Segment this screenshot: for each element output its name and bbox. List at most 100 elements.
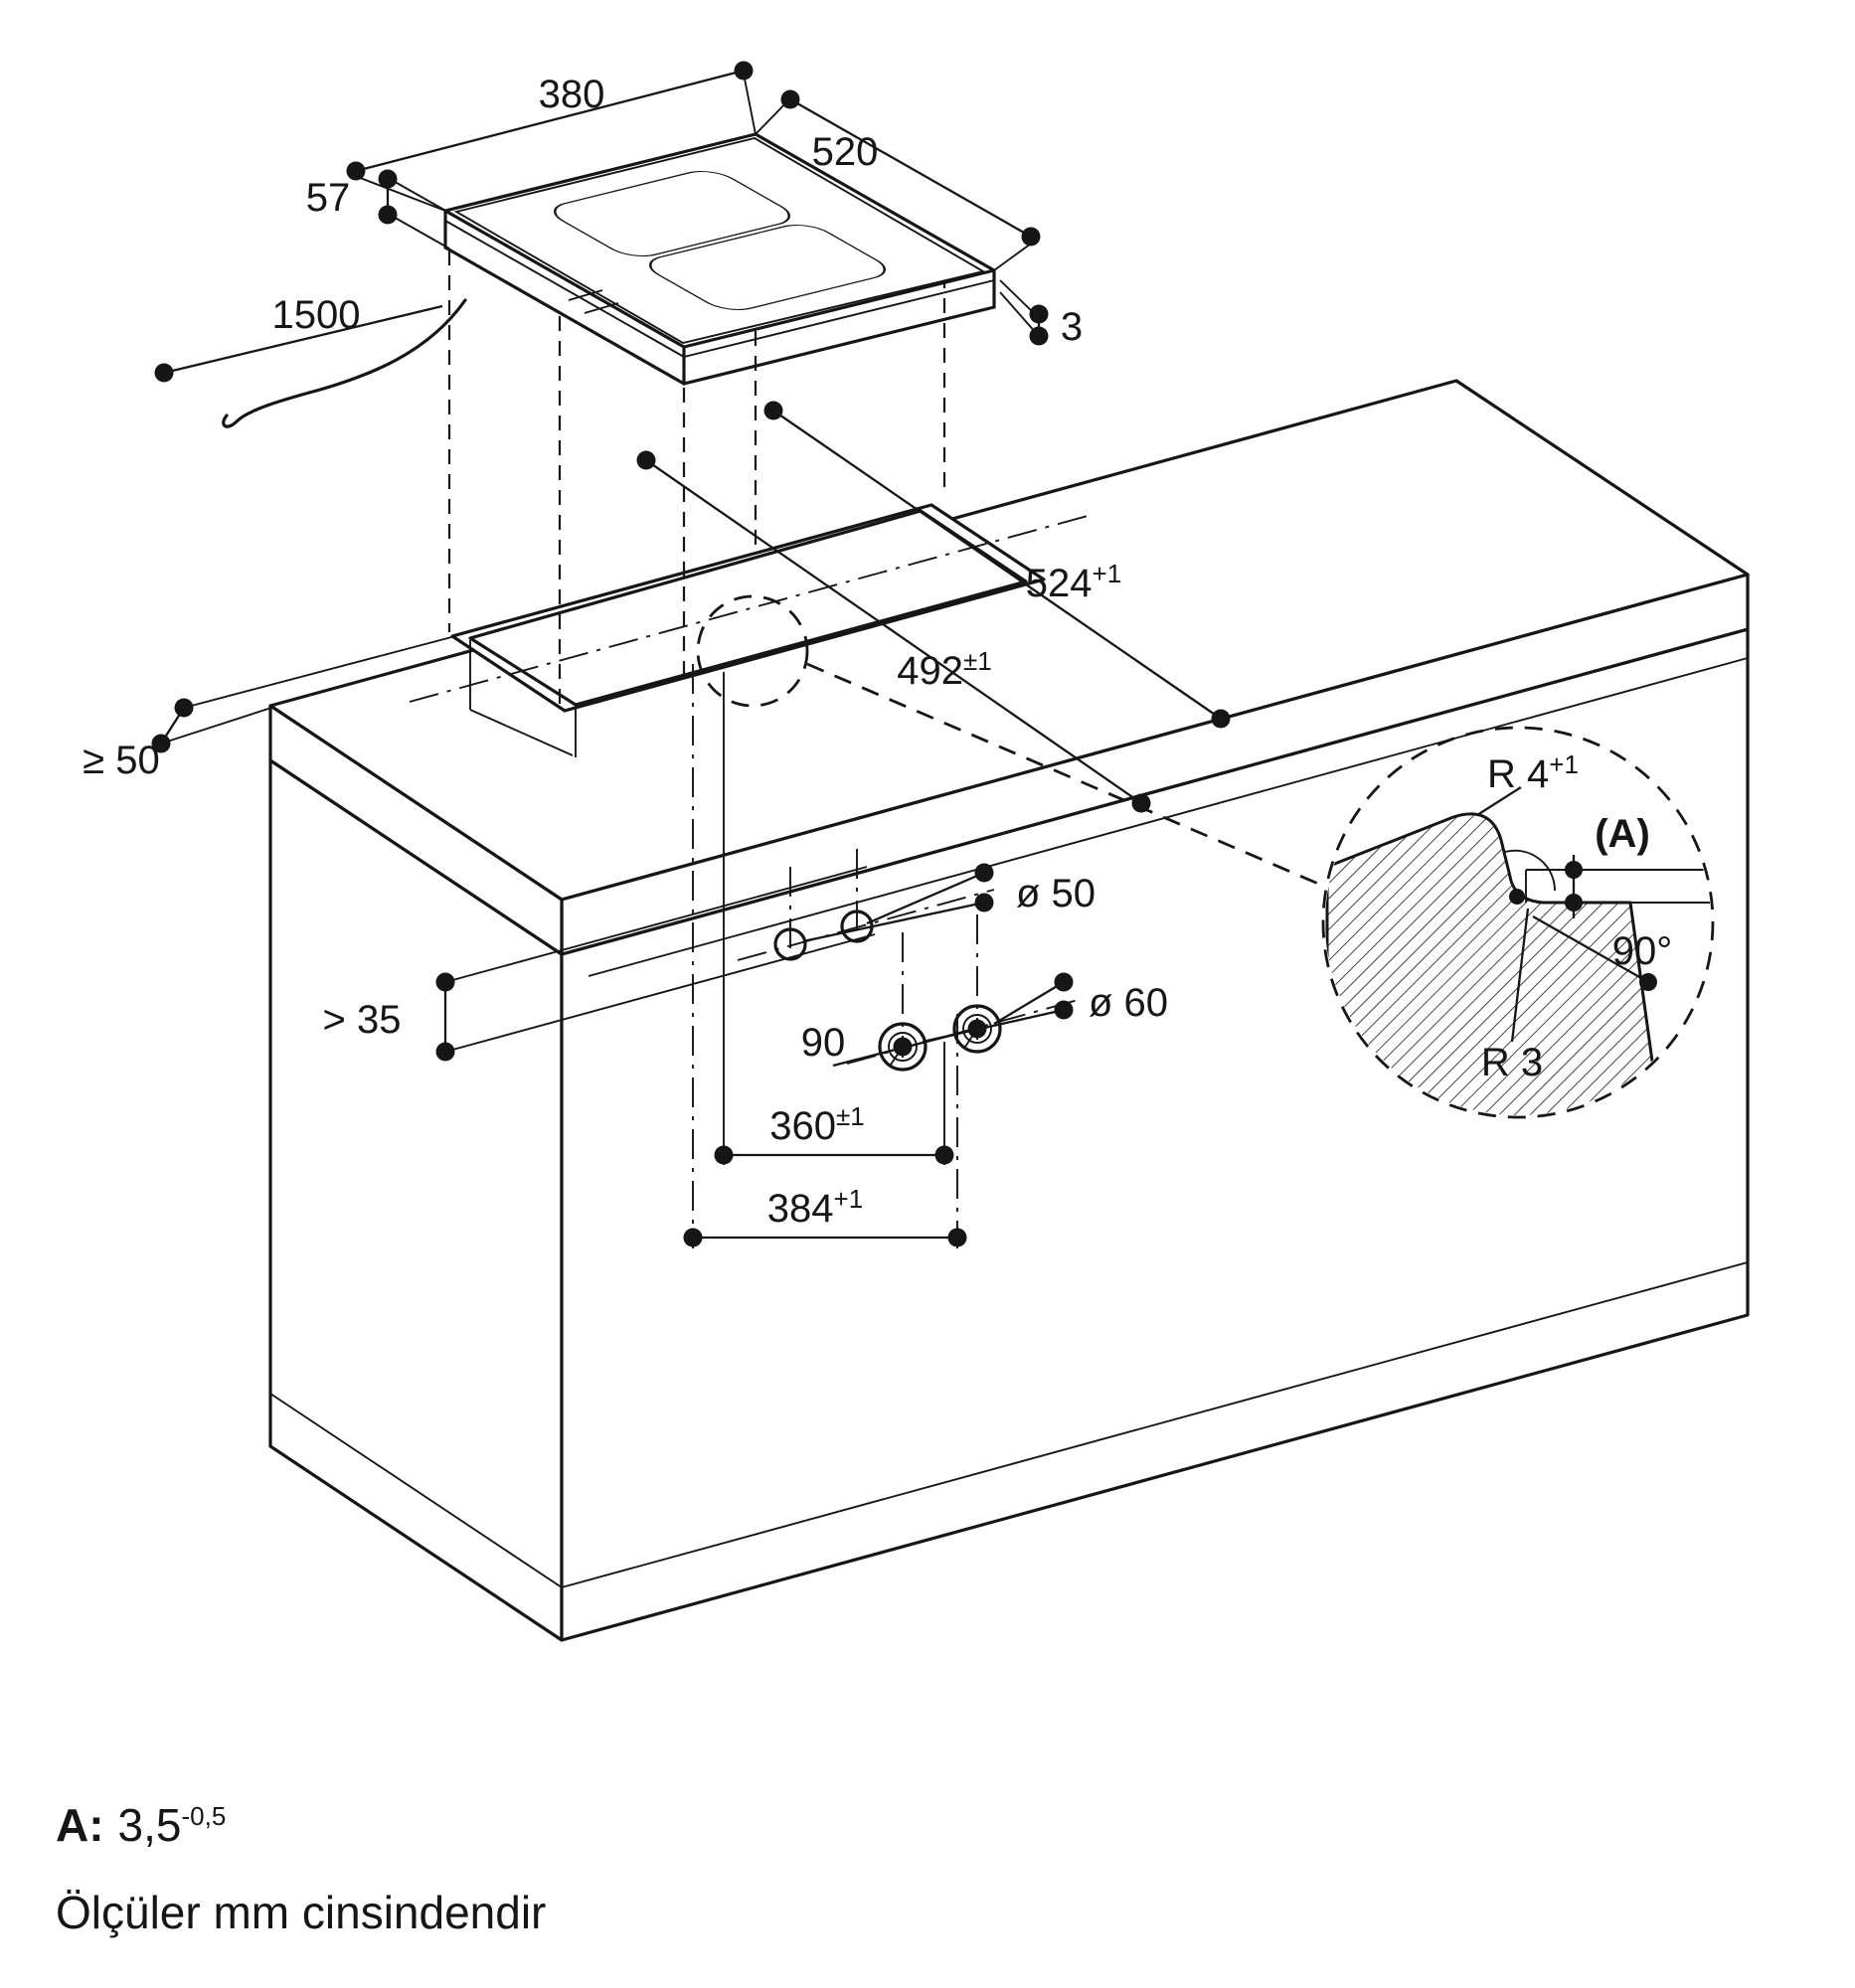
power-cable <box>222 298 467 428</box>
dimension-radius-top: R 4+1 <box>1476 749 1579 816</box>
dim-cutout-width-inner-label: 360±1 <box>769 1101 864 1148</box>
hob-body-bottom <box>682 305 996 386</box>
dimension-glass-thickness: 3 <box>999 279 1083 349</box>
dim-cutout-depth-inner-label: 492±1 <box>897 646 991 693</box>
dimension-dot <box>1029 326 1049 346</box>
cutout-cavity-edge <box>469 709 574 756</box>
cooktop <box>222 132 996 428</box>
detail-connector-line <box>806 662 1326 889</box>
dimension-dot <box>934 1145 954 1165</box>
hob-body-bottom <box>443 246 686 386</box>
plinth-line-left <box>269 1393 563 1588</box>
dim-front-clearance-label: > 35 <box>323 998 402 1042</box>
dim-corner-angle-label: 90° <box>1612 929 1673 973</box>
dimension-cutout-depth-inner: 492±1 <box>636 450 1151 813</box>
dim-cable-length-label: 1500 <box>272 293 361 337</box>
dimension-cable-length: 1500 <box>154 293 443 383</box>
projection-lines <box>447 157 946 704</box>
hob-glass-inner-line <box>453 136 986 345</box>
dim-hole-knob-label: ø 60 <box>1089 981 1168 1025</box>
detail-section <box>1325 812 1711 1115</box>
dim-hob-depth-label: 520 <box>812 130 879 174</box>
dimension-dot <box>974 893 994 912</box>
dimension-hole-knob: ø 60 <box>922 972 1168 1044</box>
footnote-a: A:3,5-0,5 <box>56 1799 226 1851</box>
dimension-dot <box>734 61 754 81</box>
dimension-dot <box>763 401 783 420</box>
hob-glass-edge <box>683 279 995 358</box>
dimension-dot <box>154 363 174 383</box>
knob-inner <box>888 1032 918 1062</box>
plinth-line-front <box>561 1261 1749 1588</box>
worktop-left-face <box>268 704 564 956</box>
dim-glass-thickness-label: 3 <box>1061 305 1083 349</box>
cabinet-front-top-edge <box>588 657 1749 977</box>
dimension-dot <box>378 205 398 225</box>
dimension-dot <box>974 863 994 883</box>
units-note-text: Ölçüler mm cinsindendir <box>56 1887 546 1938</box>
detail-source-circle <box>696 594 809 708</box>
cutout-inner-rim <box>468 509 1028 707</box>
worktop-cross-section <box>1325 812 1664 1115</box>
dimension-radius-bottom: R 3 <box>1481 908 1543 1084</box>
dimension-cutout-width-outer: 384+1 <box>683 1184 967 1247</box>
cutout-center-line <box>409 515 1089 703</box>
dim-cutout-depth-outer-label: 524+1 <box>1026 559 1121 605</box>
dim-hob-width-label: 380 <box>539 73 605 116</box>
dimension-dot <box>174 698 194 718</box>
cutout-outer-rim <box>450 503 1046 713</box>
dimension-side-clearance: ≥ 50 <box>83 635 456 782</box>
dimension-detail-a: (A) <box>1565 812 1650 918</box>
dimension-dot <box>1021 227 1041 247</box>
hob-glass-edge <box>444 220 685 358</box>
dimension-dot <box>714 1145 734 1165</box>
dimension-dot <box>1639 973 1657 991</box>
hole-50 <box>773 927 807 961</box>
dimension-knob-spacing: 90 <box>801 1019 987 1068</box>
dim-hob-height-label: 57 <box>306 176 351 220</box>
dimension-dot <box>683 1228 703 1247</box>
footnote-a-text: A:3,5-0,5 <box>56 1799 226 1851</box>
axis-lines <box>692 664 1083 1248</box>
dim-cutout-width-outer-label: 384+1 <box>767 1184 863 1231</box>
hob-front-marking <box>584 302 619 314</box>
knob <box>878 1022 928 1072</box>
detail-callout: R 4+1 (A) 90° R 3 <box>696 594 1715 1119</box>
knob <box>952 1004 1002 1054</box>
dimension-dot <box>967 1019 987 1039</box>
dimension-dot <box>1509 889 1525 905</box>
dimension-dot <box>1211 709 1231 729</box>
dimension-hole-small: ø 50 <box>802 863 1096 943</box>
hob-front-marking <box>568 289 603 301</box>
dimension-dot <box>780 89 800 109</box>
dim-knob-spacing-label: 90 <box>801 1021 846 1065</box>
dim-detail-a-label: (A) <box>1595 812 1650 856</box>
dim-side-clearance-label: ≥ 50 <box>83 739 160 782</box>
dimension-dot <box>1054 1000 1074 1020</box>
dimension-corner-angle: 90° <box>1509 889 1672 991</box>
cooking-zone <box>554 171 790 256</box>
dimension-dot <box>1131 793 1151 813</box>
dimension-cutout-depth-outer: 524+1 <box>763 401 1231 729</box>
dimension-hob-width: 380 <box>346 61 757 212</box>
dimension-dot <box>1565 861 1583 879</box>
knob-inner <box>962 1014 992 1044</box>
dimension-dot <box>1029 304 1049 324</box>
dim-radius-bottom-label: R 3 <box>1481 1041 1543 1084</box>
dimension-dot <box>346 161 366 181</box>
dimension-hob-height: 57 <box>306 169 450 249</box>
cooking-zone <box>649 225 886 310</box>
angle-arc <box>1504 849 1556 892</box>
dimension-dot <box>1054 972 1074 992</box>
dimension-hob-depth: 520 <box>755 89 1041 271</box>
dim-hole-small-label: ø 50 <box>1016 872 1096 915</box>
dimension-dot <box>636 450 656 470</box>
dimension-dot <box>435 972 455 992</box>
dimension-dot <box>893 1037 913 1057</box>
worktop-cutout <box>409 503 1089 757</box>
dimension-dot <box>1565 894 1583 911</box>
dimension-dot <box>378 169 398 189</box>
units-note: Ölçüler mm cinsindendir <box>56 1887 546 1938</box>
